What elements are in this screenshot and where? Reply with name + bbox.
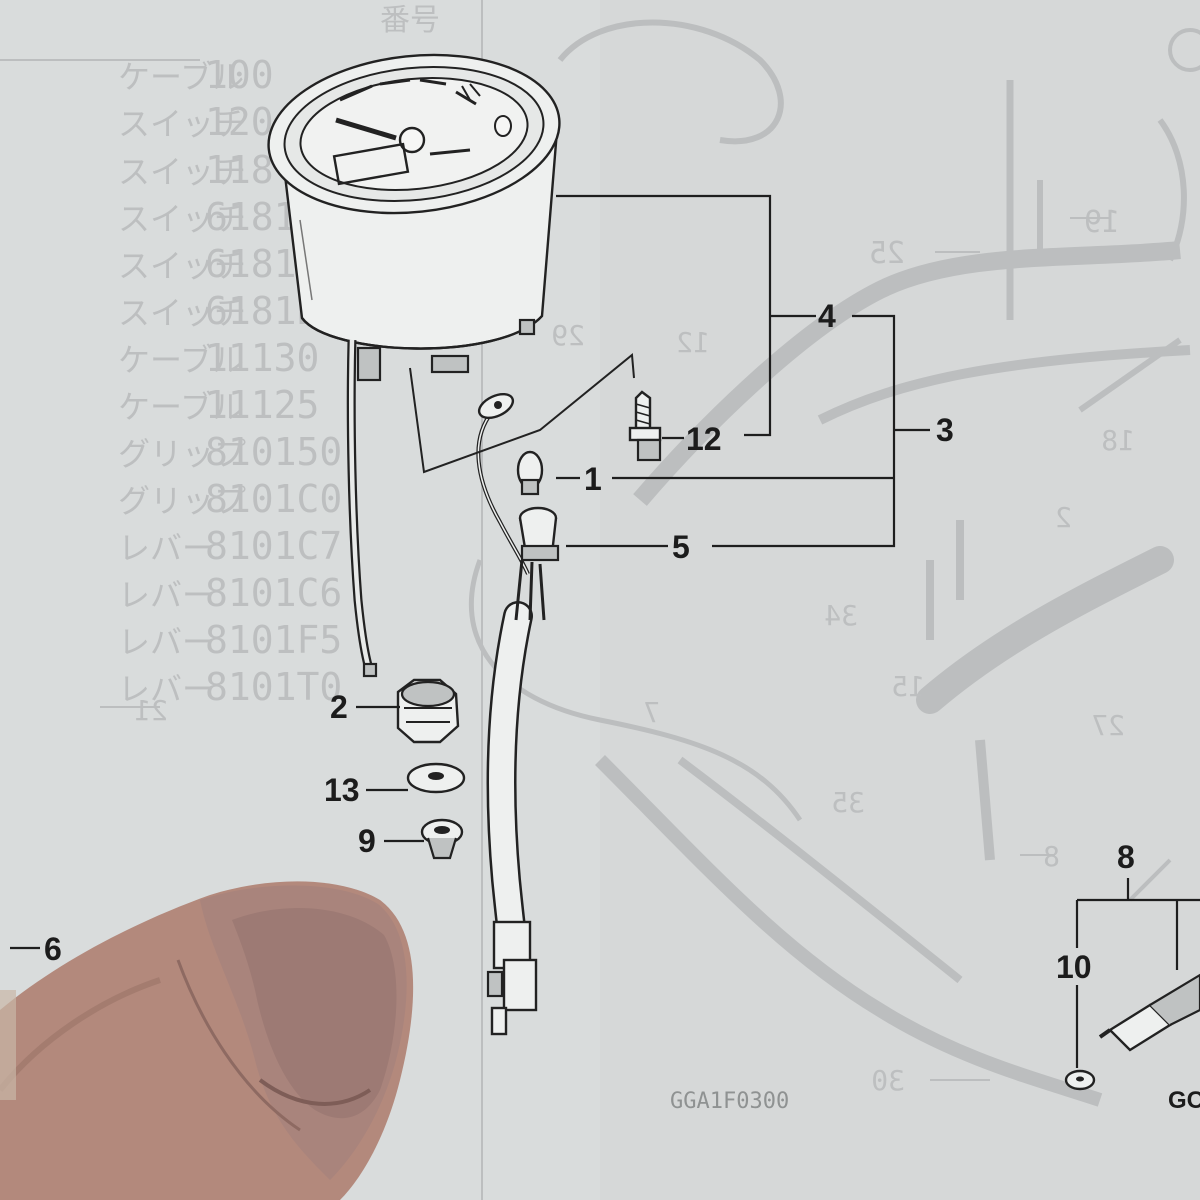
ghost-name: レバー bbox=[118, 529, 214, 567]
ghost-code: 8101C0 bbox=[205, 477, 342, 521]
washer-part-10 bbox=[1064, 1069, 1096, 1091]
ghost-callout: 34 bbox=[824, 599, 858, 632]
ghost-callout: 2 bbox=[1055, 501, 1072, 534]
ghost-callout: 12 bbox=[676, 326, 710, 359]
callout-10: 10 bbox=[1056, 949, 1092, 985]
thumb-photo-overlay bbox=[0, 881, 414, 1200]
ghost-callout: 18 bbox=[1101, 424, 1135, 457]
corner-code: GC bbox=[1168, 1087, 1200, 1114]
ghost-callout: 21 bbox=[134, 694, 168, 727]
ghost-name: レバー bbox=[118, 623, 214, 661]
ghost-name: ケーブル bbox=[118, 58, 244, 96]
ghost-name: スイッチ bbox=[118, 200, 246, 238]
ghost-code: 8101C7 bbox=[205, 524, 342, 568]
callout-6: 6 bbox=[44, 931, 62, 967]
ghost-code: 11130 bbox=[205, 336, 319, 380]
ghost-code-column: 100 120 118 6181B2 6181B3 6181B6 11130 1… bbox=[205, 53, 342, 709]
callout-2: 2 bbox=[330, 689, 348, 725]
leader-lines bbox=[10, 194, 1200, 1068]
ghost-code: 8101T0 bbox=[205, 665, 342, 709]
speedometer-assembly bbox=[267, 53, 561, 678]
callout-3: 3 bbox=[936, 412, 954, 448]
socket-part-5 bbox=[518, 506, 560, 562]
callout-1: 1 bbox=[584, 461, 602, 497]
ghost-name: グリップ bbox=[118, 435, 246, 473]
ghost-callout: 15 bbox=[891, 670, 925, 703]
ghost-name: スイッチ bbox=[118, 153, 246, 191]
callout-9: 9 bbox=[358, 823, 376, 859]
bulb-part-1 bbox=[516, 450, 544, 496]
ghost-name: レバー bbox=[118, 670, 214, 708]
callout-12: 12 bbox=[686, 421, 722, 457]
ghost-callout: 30 bbox=[871, 1064, 905, 1097]
ghost-code: 100 bbox=[205, 53, 274, 97]
ghost-callout: 7 bbox=[643, 696, 660, 729]
callout-8: 8 bbox=[1117, 839, 1135, 875]
ghost-code: 120 bbox=[205, 100, 274, 144]
callout-4: 4 bbox=[818, 298, 836, 334]
wiring-harness bbox=[476, 392, 546, 1036]
washer-part-13 bbox=[406, 762, 466, 794]
grommet-part-9 bbox=[420, 818, 464, 860]
ghost-name: グリップ bbox=[118, 482, 246, 520]
ghost-callout: 19 bbox=[1084, 205, 1120, 240]
callout-labels: 4 3 12 1 5 2 13 9 6 8 10 GGA1F0300 GC bbox=[44, 298, 1200, 1114]
ghost-callout: 27 bbox=[1091, 709, 1125, 742]
ghost-code: 118 bbox=[205, 148, 274, 192]
gear-part-2 bbox=[396, 678, 460, 744]
screw-part-12 bbox=[628, 390, 662, 462]
ghost-code: 810150 bbox=[205, 430, 342, 474]
ghost-code: 8101F5 bbox=[205, 618, 342, 662]
ghost-name: レバー bbox=[118, 576, 214, 614]
ghost-callout: 29 bbox=[551, 319, 585, 352]
ghost-name: スイッチ bbox=[118, 105, 246, 143]
ghost-table-header: 番号 bbox=[380, 3, 440, 38]
ghost-callout: 25 bbox=[869, 236, 905, 271]
ghost-code: 8101C6 bbox=[205, 571, 342, 615]
ghost-name: スイッチ bbox=[118, 247, 246, 285]
callout-5: 5 bbox=[672, 529, 690, 565]
ghost-name: スイッチ bbox=[118, 294, 246, 332]
drawing-code: GGA1F0300 bbox=[670, 1089, 789, 1114]
ghost-name-column: ケーブル スイッチ スイッチ スイッチ スイッチ スイッチ ケーブル ケーブル … bbox=[118, 58, 246, 708]
ghost-name: ケーブル bbox=[118, 388, 244, 426]
ghost-callout: 8 bbox=[1043, 840, 1060, 873]
ghost-name: ケーブル bbox=[118, 341, 244, 379]
switch-part-8 bbox=[1098, 973, 1200, 1052]
ghost-callout: 35 bbox=[831, 786, 865, 819]
ghost-code: 11125 bbox=[205, 383, 319, 427]
callout-13: 13 bbox=[324, 772, 360, 808]
